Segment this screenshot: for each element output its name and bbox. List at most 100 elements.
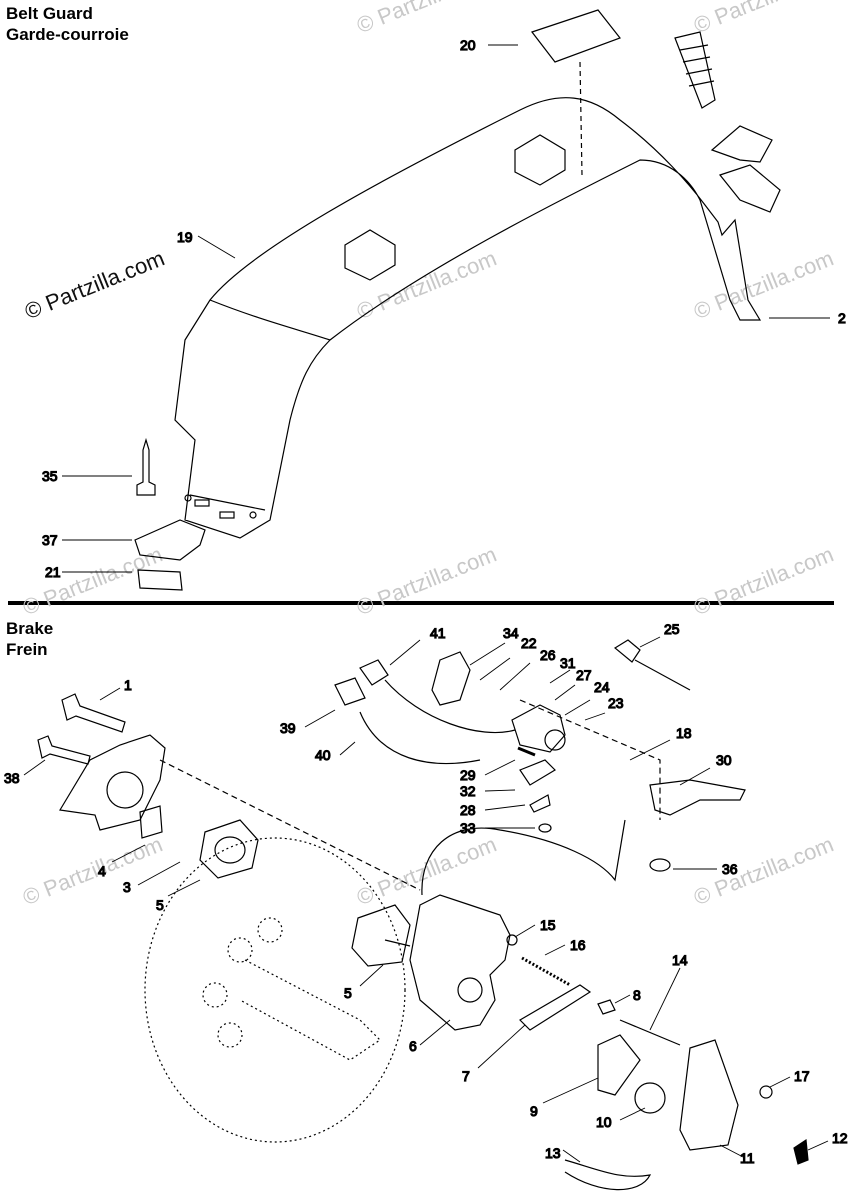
centerline [519, 699, 661, 820]
callout-25: 25 [664, 621, 680, 637]
clip-part [514, 134, 566, 186]
callout-39: 39 [280, 720, 296, 736]
caliper-bore [457, 977, 483, 1003]
switch-wire [634, 659, 691, 691]
callout-16: 16 [570, 937, 586, 953]
belt-guard-body [174, 97, 762, 539]
wire [384, 679, 516, 734]
belt-guard-title-en: Belt Guard [6, 4, 93, 23]
cap-34 [431, 651, 471, 706]
knob-part [634, 1082, 666, 1114]
callout-14: 14 [672, 952, 688, 968]
slot [194, 499, 210, 507]
brake-title-en: Brake [6, 619, 54, 638]
brake-lever-30 [649, 779, 746, 816]
slot [219, 511, 235, 519]
bolt-part [61, 693, 126, 733]
piston-stud [384, 939, 411, 947]
bracket-hole [106, 771, 144, 809]
part-28 [529, 794, 551, 813]
callout-23: 23 [608, 695, 624, 711]
callout-5a: 5 [156, 897, 164, 913]
clip-part [344, 229, 396, 281]
callout-34: 34 [503, 625, 519, 641]
callout-28: 28 [460, 802, 476, 818]
piston-part [351, 904, 411, 967]
callout-4: 4 [98, 863, 106, 879]
hole [249, 511, 257, 519]
cover-part [679, 1039, 739, 1151]
callout-24: 24 [594, 679, 610, 695]
leader-line [579, 61, 583, 176]
callout-17: 17 [794, 1068, 810, 1084]
spring-part [521, 956, 571, 987]
callout-10: 10 [596, 1114, 612, 1130]
callout-12: 12 [832, 1130, 848, 1146]
callout-30: 30 [716, 752, 732, 768]
cylinder-port [544, 729, 566, 751]
callout-40: 40 [315, 747, 331, 763]
guard-edge [189, 494, 266, 511]
small-bracket [139, 805, 163, 839]
callout-19: 19 [177, 229, 193, 245]
callout-6: 6 [409, 1038, 417, 1054]
callout-41: 41 [430, 625, 446, 641]
callout-15: 15 [540, 917, 556, 933]
callout-8: 8 [633, 987, 641, 1003]
callout-1: 1 [124, 677, 132, 693]
callout-3: 3 [123, 879, 131, 895]
pin-13 [564, 1159, 652, 1191]
callout-9: 9 [530, 1103, 538, 1119]
lever-32 [519, 759, 556, 786]
centerline [159, 759, 421, 891]
clip-36 [649, 858, 671, 872]
bracket-part [718, 164, 781, 213]
callout-2: 2 [838, 310, 846, 326]
bracket-9 [597, 1034, 641, 1096]
belt-guard-title: Belt Guard Garde-courroie [6, 3, 129, 45]
connector-39 [334, 677, 366, 706]
callout-33: 33 [460, 820, 476, 836]
callout-7: 7 [462, 1068, 470, 1084]
nut-8 [597, 999, 616, 1015]
callout-37: 37 [42, 532, 58, 548]
master-cylinder [511, 704, 566, 753]
brake-disk [144, 837, 406, 1143]
callout-35: 35 [42, 468, 58, 484]
callout-13: 13 [545, 1145, 561, 1161]
callout-labels: 20 19 2 35 37 21 41 34 22 26 31 27 24 23… [3, 36, 848, 1166]
washer-15 [506, 934, 518, 946]
leader-lines [23, 44, 830, 1163]
callout-22: 22 [521, 635, 537, 651]
callout-18: 18 [676, 725, 692, 741]
switch-25 [613, 639, 641, 663]
disk-hole [217, 1022, 243, 1048]
disk-hole [257, 917, 283, 943]
cable-14 [421, 819, 626, 896]
callout-26: 26 [540, 647, 556, 663]
bracket-part [710, 125, 773, 163]
connector-41 [359, 659, 389, 686]
callout-29: 29 [460, 767, 476, 783]
callout-36: 36 [722, 861, 738, 877]
rivet-part [136, 437, 156, 496]
shaft [239, 959, 381, 1061]
pin-29 [517, 746, 536, 757]
disk-hole [202, 982, 228, 1008]
brake-drawing [37, 639, 809, 1191]
caliper-body [409, 894, 511, 1031]
callout-27: 27 [576, 667, 592, 683]
callout-11: 11 [740, 1150, 755, 1166]
plate-part [137, 569, 183, 591]
clip-12 [793, 1138, 809, 1165]
plate-part [134, 519, 206, 561]
section-divider [8, 601, 834, 605]
nut-hole [214, 836, 246, 864]
nut-part [199, 819, 259, 879]
nut-17 [759, 1085, 773, 1099]
bolt-part [37, 735, 91, 765]
washer-33 [538, 823, 552, 833]
callout-31: 31 [560, 655, 576, 671]
callout-32: 32 [460, 783, 476, 799]
